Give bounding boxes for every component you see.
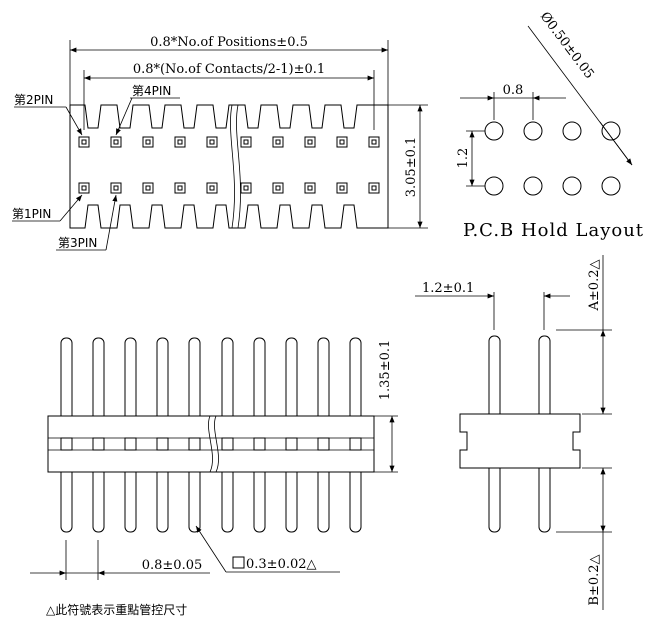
pcb-hole: [562, 121, 582, 141]
pin4-leader: [115, 97, 133, 136]
contact-square: [368, 136, 380, 148]
contact-square-inner: [339, 185, 345, 191]
front-view-break-line: [208, 415, 213, 473]
contact-square-inner: [209, 139, 215, 145]
overall-length-label: 0.8*No.of Positions±0.5: [150, 35, 308, 50]
pcb-row-pitch-label: 1.2: [456, 148, 471, 169]
contact-square-inner: [243, 185, 249, 191]
contact-square: [304, 136, 316, 148]
pin-window: [60, 437, 73, 451]
contact-square-inner: [177, 139, 183, 145]
contact-square-inner: [275, 185, 281, 191]
contact-square: [142, 136, 154, 148]
contact-square: [174, 136, 186, 148]
contact-square: [110, 136, 122, 148]
bottom-row-contacts: [78, 182, 380, 194]
contact-square-inner: [81, 139, 87, 145]
contact-square-inner: [339, 139, 345, 145]
contact-square: [368, 182, 380, 194]
pcb-hole: [601, 176, 621, 196]
pin2-label: 第2PIN: [14, 93, 53, 107]
top-view: 0.8*No.of Positions±0.5 0.8*(No.of Conta…: [12, 35, 428, 251]
pcb-pitch-label: 0.8: [503, 83, 524, 98]
front-view: 1.35±0.1 0.8±0.05 0.3±0.02△: [30, 337, 398, 580]
contact-square: [240, 182, 252, 194]
contact-square: [174, 182, 186, 194]
contact-square: [78, 182, 90, 194]
contact-square-inner: [209, 185, 215, 191]
contact-square-inner: [113, 185, 119, 191]
contact-square: [206, 182, 218, 194]
side-view: 1.2±0.1 A±0.2△ B±0.2△: [415, 255, 612, 610]
pin-window: [188, 437, 201, 451]
contact-square-inner: [275, 139, 281, 145]
contact-square-inner: [177, 185, 183, 191]
pin-square-leader: [195, 525, 227, 573]
contact-square: [272, 136, 284, 148]
pin-window: [285, 437, 298, 451]
pin4-label: 第4PIN: [132, 84, 171, 98]
contact-square: [78, 136, 90, 148]
pcb-hole: [601, 121, 621, 141]
pin-row-pitch-label: 1.2±0.1: [422, 281, 474, 296]
pcb-hold-layout: 0.8 1.2 Ø0.50±0.05 P.C.B Hold Layout: [456, 9, 644, 241]
contact-square: [272, 182, 284, 194]
top-view-break-line: [230, 104, 235, 229]
pin2-leader: [65, 106, 83, 136]
pin-window: [317, 437, 330, 451]
pin-pitch-label: 0.8±0.05: [142, 558, 203, 573]
pcb-hole: [484, 121, 504, 141]
pin1-label: 第1PIN: [12, 207, 51, 221]
pin-window: [349, 437, 362, 451]
contact-square: [240, 136, 252, 148]
contact-square-inner: [113, 139, 119, 145]
pin-window: [253, 437, 266, 451]
contact-square: [142, 182, 154, 194]
contact-square-inner: [307, 185, 313, 191]
contact-square: [110, 182, 122, 194]
height-label: 3.05±0.1: [404, 137, 419, 198]
top-row-contacts: [78, 136, 380, 148]
dim-b-label: B±0.2△: [587, 554, 602, 605]
contact-square: [336, 136, 348, 148]
pin-window: [124, 437, 137, 451]
pin-window: [92, 437, 105, 451]
contact-square: [206, 136, 218, 148]
contact-span-label: 0.8*(No.of Contacts/2-1)±0.1: [133, 62, 325, 77]
top-view-break-line: [236, 104, 241, 229]
legend-note: △此符號表示重點管控尺寸: [46, 602, 187, 617]
contact-square-inner: [145, 185, 151, 191]
top-view-body-outline: [69, 104, 389, 229]
contact-square-inner: [371, 185, 377, 191]
hole-diameter-label: Ø0.50±0.05: [537, 9, 597, 81]
pcb-layout-title: P.C.B Hold Layout: [463, 220, 644, 241]
front-view-pin-windows: [60, 437, 362, 451]
pcb-hole: [484, 176, 504, 196]
pcb-hole: [523, 176, 543, 196]
contact-square-inner: [145, 139, 151, 145]
pin1-leader: [59, 194, 83, 222]
dim-a-label: A±0.2△: [587, 260, 602, 312]
contact-square-inner: [81, 185, 87, 191]
pin3-label: 第3PIN: [58, 236, 97, 250]
pin-length-label: 1.35±0.1: [378, 340, 393, 401]
pin-window: [156, 437, 169, 451]
contact-square-inner: [307, 139, 313, 145]
pin-square-label: 0.3±0.02△: [246, 557, 317, 572]
contact-square: [336, 182, 348, 194]
square-symbol-icon: [232, 556, 245, 569]
pcb-hole: [523, 121, 543, 141]
pcb-hole: [562, 176, 582, 196]
hole-diameter-arrow: [599, 121, 633, 166]
pin-window: [221, 437, 234, 451]
contact-square-inner: [243, 139, 249, 145]
contact-square-inner: [371, 139, 377, 145]
front-view-break-line: [214, 415, 219, 473]
side-view-body: [459, 413, 581, 469]
contact-square: [304, 182, 316, 194]
pin3-leader: [105, 194, 118, 251]
